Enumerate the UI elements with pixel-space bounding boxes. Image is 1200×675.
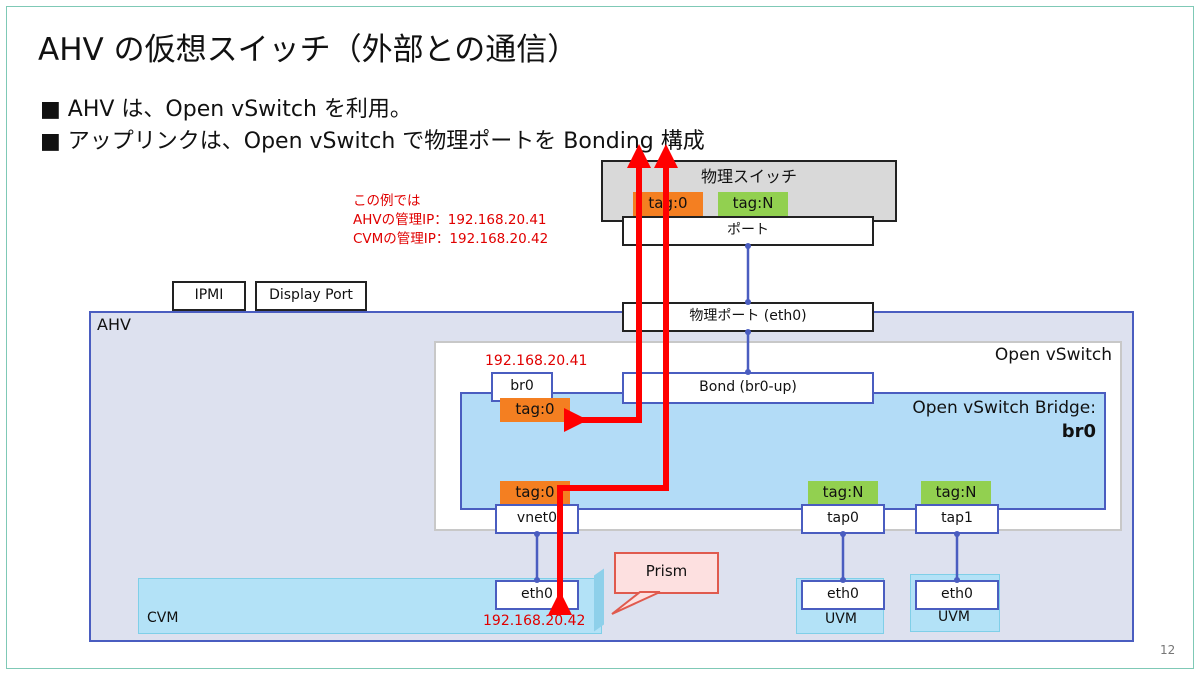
- ahv-traffic-arrow: [564, 144, 651, 432]
- bullet-1: ■ AHV は、Open vSwitch を利用。: [40, 97, 412, 122]
- uvm-2-label: UVM: [938, 609, 970, 625]
- page-number: 12: [1160, 643, 1176, 657]
- tap1-tag: tag:N: [921, 481, 991, 505]
- ipmi-port: IPMI: [172, 281, 246, 311]
- br0-port: br0: [491, 372, 553, 402]
- link-dot: [954, 531, 960, 537]
- link-dot: [534, 577, 540, 583]
- slide-frame: [6, 6, 1194, 669]
- cvm-ip: 192.168.20.42: [483, 613, 586, 629]
- bridge-label: Open vSwitch Bridge:: [912, 398, 1096, 418]
- link-dot: [745, 369, 751, 375]
- link-dot: [745, 329, 751, 335]
- link-dot: [954, 577, 960, 583]
- uvm-1-label: UVM: [825, 611, 857, 627]
- note-line-2: AHVの管理IP：192.168.20.41: [353, 212, 547, 228]
- prism-callout-tail: [611, 591, 661, 615]
- display-port: Display Port: [255, 281, 367, 311]
- cvm-traffic-arrow: [548, 144, 678, 615]
- note-line-3: CVMの管理IP：192.168.20.42: [353, 231, 549, 247]
- cvm-label: CVM: [147, 610, 179, 626]
- link-dot: [745, 299, 751, 305]
- ahv-label: AHV: [97, 315, 131, 334]
- switch-tag-n: tag:N: [718, 192, 788, 216]
- physical-switch-label: 物理スイッチ: [700, 167, 797, 186]
- slide-title: AHV の仮想スイッチ（外部との通信）: [38, 32, 579, 68]
- open-vswitch-label: Open vSwitch: [994, 345, 1112, 365]
- link-dot: [840, 577, 846, 583]
- note-line-1: この例では: [353, 193, 421, 209]
- link-dot: [534, 531, 540, 537]
- link-dot: [840, 531, 846, 537]
- link-dot: [745, 243, 751, 249]
- tap0-tag: tag:N: [808, 481, 878, 505]
- bridge-name: br0: [1061, 421, 1096, 442]
- uvm-1-eth0: eth0: [801, 580, 885, 610]
